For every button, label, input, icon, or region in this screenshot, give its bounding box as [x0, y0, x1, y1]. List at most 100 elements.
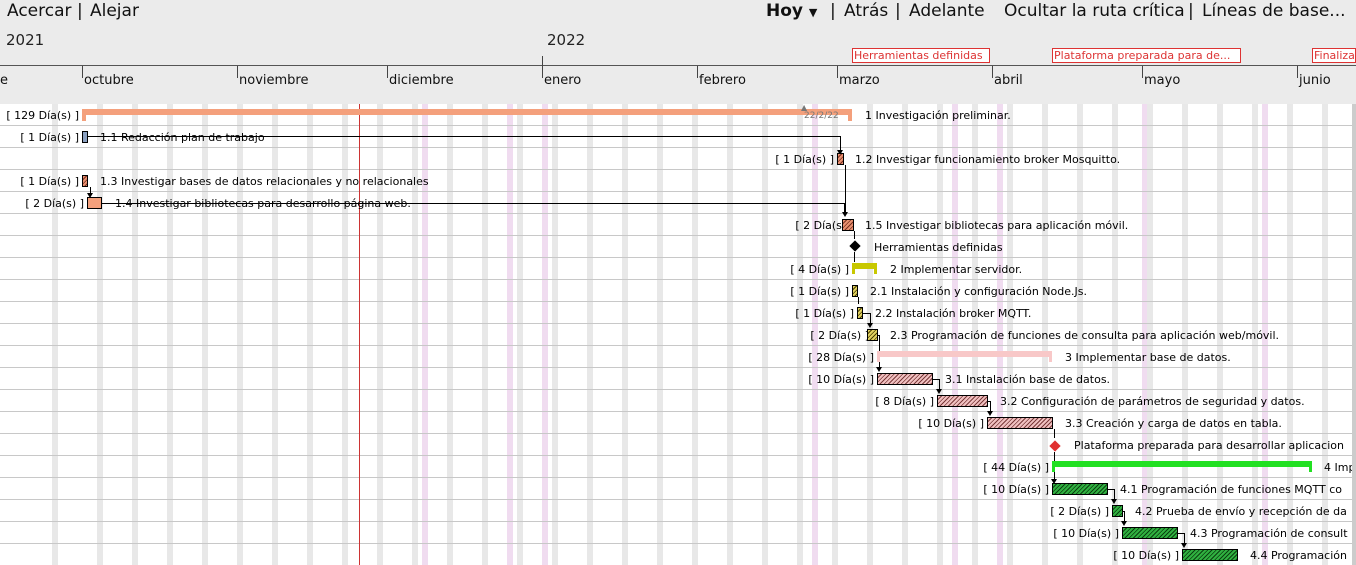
gantt-row[interactable]: [0, 170, 1356, 192]
milestone-flag-tools[interactable]: Herramientas definidas: [852, 48, 990, 63]
task-duration: [ 10 Día(s) ]: [1053, 527, 1119, 540]
gantt-row[interactable]: [0, 302, 1356, 324]
month-label: noviembre: [239, 73, 309, 88]
task-bar[interactable]: [1182, 549, 1238, 561]
task-bar[interactable]: [1122, 527, 1178, 539]
milestone-flag-finish[interactable]: Finaliza: [1312, 48, 1356, 63]
task-label: 3.2 Configuración de parámetros de segur…: [1000, 395, 1305, 408]
gantt-row[interactable]: [0, 214, 1356, 236]
task-duration: [ 10 Día(s) ]: [808, 373, 874, 386]
gantt-row[interactable]: [0, 390, 1356, 412]
task-label: 4.2 Prueba de envío y recepción de da: [1135, 505, 1347, 518]
task-bar[interactable]: [1112, 505, 1123, 517]
task-label: 1.5 Investigar bibliotecas para aplicaci…: [865, 219, 1129, 232]
today-line: [359, 104, 360, 565]
task-bar[interactable]: [852, 285, 858, 297]
task-label: 3 Implementar base de datos.: [1065, 351, 1231, 364]
month-label: e: [0, 73, 8, 88]
gantt-row[interactable]: [0, 324, 1356, 346]
summary-bar-1[interactable]: [82, 109, 852, 115]
summary-bar-3[interactable]: [877, 351, 1052, 357]
task-bar[interactable]: [842, 219, 854, 231]
gantt-row[interactable]: [0, 280, 1356, 302]
task-duration: [ 129 Día(s) ]: [6, 109, 79, 122]
task-duration: [ 8 Día(s) ]: [875, 395, 934, 408]
summary-bar-end: [874, 263, 877, 274]
gantt-row[interactable]: [0, 258, 1356, 280]
gantt-row[interactable]: [0, 500, 1356, 522]
milestone-flag-platform[interactable]: Plataforma preparada para de...: [1052, 48, 1241, 63]
task-duration: [ 2 Día(s) ]: [25, 197, 84, 210]
today-label: Hoy: [766, 1, 803, 21]
gantt-row[interactable]: [0, 236, 1356, 258]
task-duration: [ 1 Día(s) ]: [20, 131, 79, 144]
summary-bar-end: [852, 263, 855, 274]
divider: [0, 65, 1356, 66]
summary-bar-end: [82, 109, 86, 121]
month-label: febrero: [699, 73, 746, 88]
task-duration: [ 2 Día(s) ]: [795, 219, 854, 232]
gantt-row[interactable]: [0, 368, 1356, 390]
task-label: 1.2 Investigar funcionamiento broker Mos…: [855, 153, 1121, 166]
task-label: 2.2 Instalación broker MQTT.: [875, 307, 1032, 320]
task-duration: [ 1 Día(s) ]: [790, 285, 849, 298]
task-duration: [ 1 Día(s) ]: [20, 175, 79, 188]
milestone-label: Herramientas definidas: [874, 241, 1003, 254]
task-label: 1.1 Redacción plan de trabajo: [100, 131, 265, 144]
task-bar[interactable]: [867, 329, 878, 341]
summary-bar-2[interactable]: [852, 263, 877, 269]
summary-bar-end: [1052, 461, 1055, 472]
task-duration: [ 10 Día(s) ]: [918, 417, 984, 430]
summary-bar-end: [1049, 351, 1052, 362]
zoom-in-button[interactable]: Acercar: [7, 1, 72, 21]
task-bar[interactable]: [82, 131, 88, 143]
back-button[interactable]: Atrás: [844, 1, 889, 21]
separator: |: [830, 1, 836, 21]
baselines-button[interactable]: Líneas de base...: [1202, 1, 1346, 21]
task-label: 3.1 Instalación base de datos.: [945, 373, 1111, 386]
task-bar[interactable]: [877, 373, 933, 385]
task-bar[interactable]: [857, 307, 863, 319]
task-bar[interactable]: [837, 153, 844, 165]
milestone-label: Plataforma preparada para desarrollar ap…: [1074, 439, 1344, 452]
task-bar[interactable]: [87, 197, 102, 209]
today-button[interactable]: Hoy ▼: [766, 1, 817, 21]
hide-critical-path-button[interactable]: Ocultar la ruta crítica: [1004, 1, 1185, 21]
month-label: mayo: [1144, 73, 1181, 88]
task-bar[interactable]: [82, 175, 88, 187]
summary-bar-4[interactable]: [1052, 461, 1312, 467]
year-tick: [542, 56, 543, 66]
task-bar[interactable]: [1052, 483, 1108, 495]
gantt-row[interactable]: [0, 434, 1356, 456]
vertical-scrollbar[interactable]: [1352, 104, 1356, 565]
gantt-row[interactable]: [0, 522, 1356, 544]
separator: |: [77, 1, 83, 21]
gantt-row[interactable]: [0, 346, 1356, 368]
task-duration: [ 44 Día(s) ]: [983, 461, 1049, 474]
gantt-row[interactable]: [0, 412, 1356, 434]
month-label: abril: [994, 73, 1023, 88]
task-bar[interactable]: [987, 417, 1053, 429]
year-label: 2021: [6, 31, 45, 49]
gantt-row[interactable]: [0, 104, 1356, 126]
task-duration: [ 1 Día(s) ]: [775, 153, 834, 166]
zoom-out-button[interactable]: Alejar: [90, 1, 139, 21]
task-label: 2 Implementar servidor.: [890, 263, 1023, 276]
task-label: 3.3 Creación y carga de datos en tabla.: [1065, 417, 1282, 430]
task-duration: [ 10 Día(s) ]: [983, 483, 1049, 496]
date-marker: 22/2/22: [804, 111, 839, 121]
forward-button[interactable]: Adelante: [909, 1, 985, 21]
task-label: 4.3 Programación de consult: [1190, 527, 1348, 540]
gantt-row[interactable]: [0, 456, 1356, 478]
task-label: 2.1 Instalación y configuración Node.Js.: [870, 285, 1087, 298]
year-header: 2021 2022: [0, 26, 1356, 66]
gantt-row[interactable]: [0, 126, 1356, 148]
task-label: 4.4 Programación: [1250, 549, 1347, 562]
task-duration: [ 10 Día(s) ]: [1113, 549, 1179, 562]
gantt-row[interactable]: [0, 148, 1356, 170]
task-bar[interactable]: [937, 395, 988, 407]
gantt-row[interactable]: [0, 192, 1356, 214]
gantt-row[interactable]: [0, 478, 1356, 500]
month-label: octubre: [84, 73, 134, 88]
year-label: 2022: [547, 31, 586, 49]
